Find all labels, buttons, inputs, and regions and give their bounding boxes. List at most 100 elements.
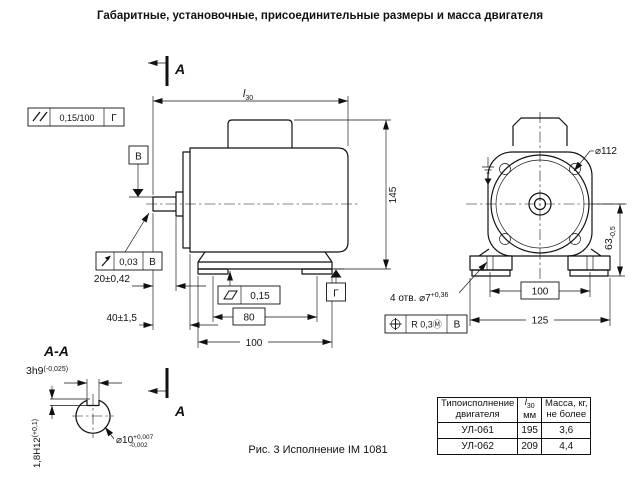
dim-key-width-label: 3h9(-0,025) <box>26 365 68 377</box>
section-mark-top: А <box>148 56 185 86</box>
dim-l30: l30 <box>152 88 349 195</box>
shaft-outline <box>152 196 176 212</box>
parallelism-icon <box>32 111 48 122</box>
front-pad-left <box>471 269 511 277</box>
dim-40-label: 40±1,5 <box>106 313 137 324</box>
tie-bolt-hole <box>569 233 581 245</box>
page-title: Габаритные, установочные, присоединитель… <box>96 10 544 22</box>
dim-63-label: 63-0,5 <box>603 226 617 250</box>
dim-20: 20±0,42 <box>94 213 206 330</box>
parallelism-value: 0,15/100 <box>59 113 94 123</box>
dim-key-depth: 1,8H12(+0,1) <box>32 386 90 468</box>
parallelism-datum: Г <box>111 113 117 124</box>
datum-b-triangle-icon <box>132 189 144 197</box>
side-view: А А l30 145 <box>27 56 399 419</box>
dim-20-label: 20±0,42 <box>94 274 131 285</box>
datum-g-triangle-icon <box>330 269 342 278</box>
dim-key-width: 3h9(-0,025) <box>26 365 122 400</box>
flatness-frame: 0,15 <box>217 271 281 305</box>
col-header-l30: l30 мм <box>517 397 542 423</box>
dim-80-label: 80 <box>243 313 255 324</box>
dim-145-label: 145 <box>388 186 399 203</box>
dim-63: 63-0,5 <box>592 203 625 277</box>
shaft-circle-front <box>533 197 547 211</box>
dim-l30-label: l30 <box>243 88 253 102</box>
cell-l30: 209 <box>517 437 542 455</box>
cell-type: УЛ-062 <box>436 437 519 455</box>
dim-125-label: 125 <box>532 316 549 327</box>
dim-dia112-label: ⌀112 <box>595 146 617 157</box>
runout-frame: 0,03 В <box>95 212 163 271</box>
runout-datum: В <box>149 257 156 268</box>
position-value: R 0,3Ⓜ <box>411 320 442 330</box>
flatness-value: 0,15 <box>250 291 270 302</box>
flatness-icon <box>223 290 238 300</box>
section-mark-bottom: А <box>148 368 185 419</box>
holes-note-label: 4 отв. ⌀7+0,36 <box>390 292 449 304</box>
datum-g: Г <box>322 268 346 302</box>
section-aa-title: А-А <box>43 343 69 359</box>
dim-100-front-label: 100 <box>532 287 549 298</box>
datum-b: В <box>128 145 153 198</box>
datum-g-label: Г <box>333 289 339 300</box>
front-foot-left <box>469 255 513 271</box>
runout-value: 0,03 <box>119 257 138 268</box>
dim-key-depth-label: 1,8H12(+0,1) <box>32 419 43 468</box>
dim-145: 145 <box>294 119 399 270</box>
cell-mass: 3,6 <box>540 421 592 439</box>
tie-bolt-hole <box>499 163 511 175</box>
col-header-type: Типоисполнение двигателя <box>436 397 519 423</box>
dim-125: 125 <box>469 278 611 327</box>
ground-terminal-icon <box>482 157 494 185</box>
dim-80: 80 <box>212 276 318 326</box>
cell-type: УЛ-061 <box>436 421 519 439</box>
parallelism-frame: 0,15/100 Г <box>27 107 125 127</box>
foot-bolt-holes <box>486 256 594 270</box>
front-pad-right <box>569 269 609 277</box>
dim-100-front: 100 <box>489 272 591 300</box>
front-foot-right <box>567 255 611 271</box>
feet-outline <box>197 251 333 270</box>
holes-note-leader <box>458 261 488 294</box>
motor-body-outline <box>189 147 349 253</box>
runout-icon <box>101 255 111 267</box>
terminal-box-front-outline <box>512 117 568 146</box>
table-row: УЛ-062 209 4,4 <box>436 437 592 455</box>
section-aa-view: А-А 3h9(-0,025) ⌀10+0,007-0,002 <box>26 343 154 468</box>
shield-circle <box>490 154 590 254</box>
feet-transition-lines <box>478 248 602 257</box>
section-label-bottom: А <box>174 403 185 419</box>
foot-pad-right <box>301 268 333 275</box>
col-header-mass: Масса, кг, не более <box>540 397 592 423</box>
position-frame: R 0,3Ⓜ В <box>384 314 468 334</box>
front-view: ⌀112 4 отв. ⌀7+0,36 R 0,3Ⓜ В <box>384 112 627 334</box>
shaft-hub-outline <box>175 191 183 217</box>
dim-40: 40±1,5 <box>106 254 218 330</box>
dim-80-frame <box>232 307 266 326</box>
dim-100-side-label: 100 <box>246 338 263 349</box>
cell-l30: 195 <box>517 421 542 439</box>
bearing-shield-outline <box>182 151 190 249</box>
section-label-top: А <box>174 61 185 77</box>
shaft-section-outline <box>75 399 111 434</box>
terminal-box-outline <box>227 119 293 148</box>
motor-spec-table: Типоисполнение двигателя l30 мм Масса, к… <box>436 397 592 455</box>
holes-note: 4 отв. ⌀7+0,36 <box>390 261 488 304</box>
runout-leader <box>124 212 150 253</box>
table-row: УЛ-061 195 3,6 <box>436 421 592 439</box>
table-header-row: Типоисполнение двигателя l30 мм Масса, к… <box>436 397 592 423</box>
hub-circle <box>528 192 552 216</box>
dim-100-front-frame <box>520 281 560 300</box>
shield-inner-circle <box>495 159 585 249</box>
datum-b-label: В <box>135 152 142 163</box>
position-icon <box>389 318 402 330</box>
figure-caption: Рис. 3 Исполнение IM 1081 <box>248 444 388 456</box>
dim-shaft-dia-label: ⌀10+0,007-0,002 <box>116 434 154 449</box>
foot-pad-left <box>197 268 229 275</box>
cell-mass: 4,4 <box>540 437 592 455</box>
dim-dia112: ⌀112 <box>573 146 617 172</box>
position-datum: В <box>454 320 461 331</box>
dim-100-side: 100 <box>197 276 333 349</box>
